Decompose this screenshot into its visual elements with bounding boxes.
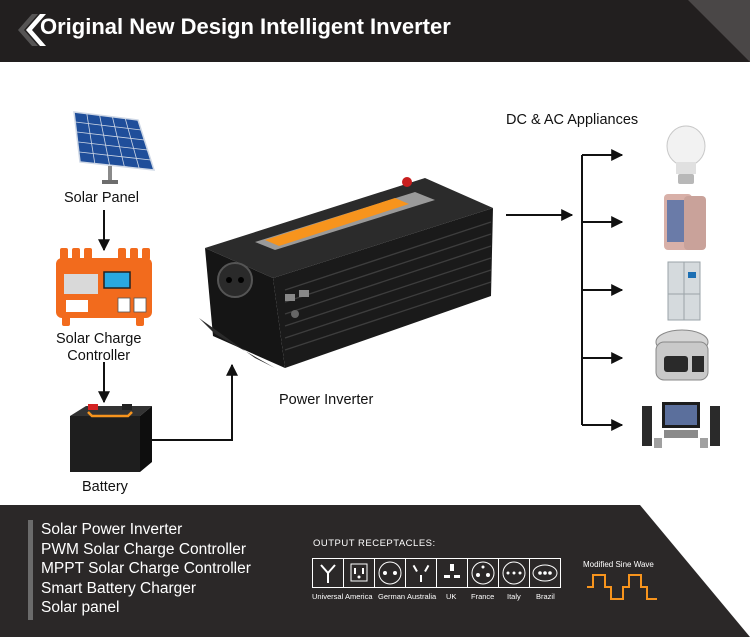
battery-label: Battery [82,479,128,495]
feature-item: Solar panel [41,599,120,617]
appliances-label: DC & AC Appliances [506,112,639,128]
feature-list: Solar Power Inverter PWM Solar Charge Co… [41,520,251,618]
top-banner: Original New Design Intelligent Inverter [0,0,750,62]
receptacle-label: America [345,592,373,601]
chevron-left-icon [18,14,46,46]
modified-sine-wave-icon [587,574,657,600]
receptacle-label: France [471,592,495,601]
feature-item: PWM Solar Charge Controller [41,540,247,558]
charge-controller-label-line1: Solar Charge [56,331,142,347]
power-inverter-label: Power Inverter [279,392,374,408]
charge-controller-label: Solar Charge Controller [56,331,141,365]
power-inverter-image [199,177,493,368]
feature-item: MPPT Solar Charge Controller [41,560,251,578]
receptacle-label: UK [446,592,457,601]
smartphone-icon [664,194,706,250]
receptacle-uk-icon [436,558,468,588]
receptacle-label: Universal [312,592,344,601]
solar-panel-image [73,111,156,184]
banner-wedge [688,0,750,62]
receptacle-label: Australia [407,592,437,601]
feature-item: Solar Power Inverter [41,521,183,538]
feature-item: Smart Battery Charger [41,579,197,597]
charge-controller-label-line2: Controller [67,348,131,364]
charge-controller-image [56,248,152,326]
battery-image [70,404,152,472]
refrigerator-icon [667,261,701,321]
receptacle-label: Italy [507,592,521,601]
receptacle-german-icon [374,558,406,588]
receptacles-title: OUTPUT RECEPTACLES: [313,538,436,549]
home-theater-icon [642,402,720,448]
receptacle-label: Brazil [536,592,555,601]
receptacle-universal-icon [312,558,344,588]
receptacle-brazil-icon [529,558,561,588]
solar-panel-label: Solar Panel [64,190,139,206]
flow-arrows [98,149,624,441]
receptacle-france-icon [467,558,499,588]
rice-cooker-icon [655,329,709,381]
receptacle-label: German [378,592,406,601]
receptacle-italy-icon [498,558,530,588]
receptacle-australia-icon [405,558,437,588]
feature-bar [28,520,33,620]
receptacle-america-icon [343,558,375,588]
bottom-wedge [640,505,750,637]
bottom-band [0,505,750,637]
light-bulb-icon [666,125,706,184]
page-title: Original New Design Intelligent Inverter [40,14,451,39]
waveform-label: Modified Sine Wave [583,560,654,569]
